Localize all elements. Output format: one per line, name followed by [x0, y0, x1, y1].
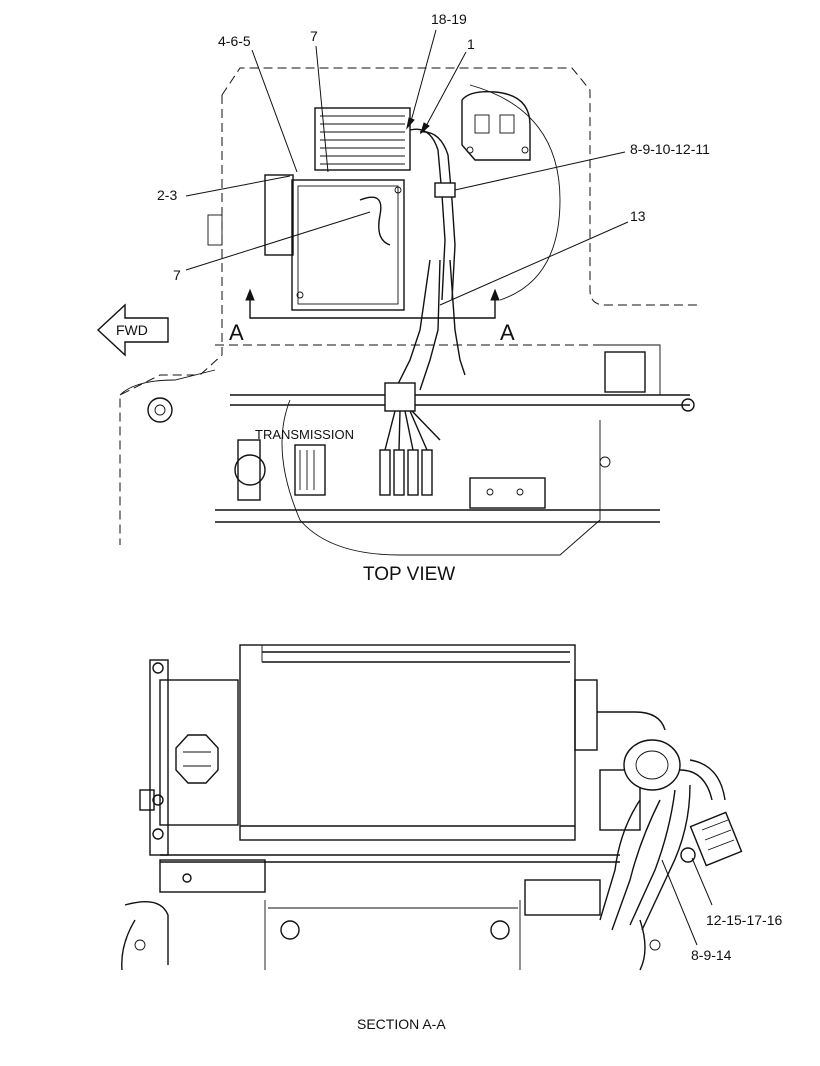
section-mark-left: A [229, 320, 244, 345]
callout-12-15-17-16: 12-15-17-16 [706, 912, 783, 928]
top-view-leaders [185, 29, 629, 306]
section-title: SECTION A-A [357, 1016, 446, 1032]
fwd-arrow [96, 303, 169, 357]
callout-18-19: 18-19 [431, 11, 467, 27]
connector-8-9-10-12-11 [434, 182, 456, 198]
cooler-grille [314, 107, 411, 171]
section-frame-right [639, 919, 646, 971]
transmission-outline [281, 399, 601, 556]
section-frame-left [124, 901, 169, 965]
transmission-connectors [379, 410, 441, 496]
floor-plate-left [119, 95, 223, 545]
control-box [291, 179, 405, 311]
section-leaders [661, 857, 713, 946]
callout-13: 13 [630, 208, 646, 224]
section-mark-right: A [500, 320, 515, 345]
top-view-drawing [96, 67, 700, 556]
callout-8-9-10-12-11: 8-9-10-12-11 [630, 141, 710, 157]
top-view-title: TOP VIEW [363, 564, 456, 585]
section-view-drawing [121, 644, 743, 971]
harness-junction [384, 382, 416, 412]
callout-2-3: 2-3 [157, 187, 178, 203]
frame-right-curve [469, 84, 561, 301]
callout-7-mid: 7 [173, 267, 181, 283]
transmission-label: TRANSMISSION [255, 427, 354, 442]
octagon-decal [175, 734, 219, 784]
section-hose-bundle [599, 739, 726, 931]
right-bracket-assembly [461, 90, 531, 161]
floor-plate-outline [221, 67, 700, 306]
section-base-rail [159, 859, 266, 893]
section-connector [680, 811, 743, 867]
left-mount-bracket [264, 174, 294, 256]
callout-8-9-14: 8-9-14 [691, 947, 732, 963]
callout-1: 1 [467, 36, 475, 52]
callout-4-6-5: 4-6-5 [218, 33, 251, 49]
section-line-a-a [249, 295, 496, 319]
callout-7-top: 7 [310, 28, 318, 44]
section-control-box [239, 644, 576, 841]
section-mount-plate [159, 679, 239, 826]
fwd-label: FWD [116, 322, 148, 338]
